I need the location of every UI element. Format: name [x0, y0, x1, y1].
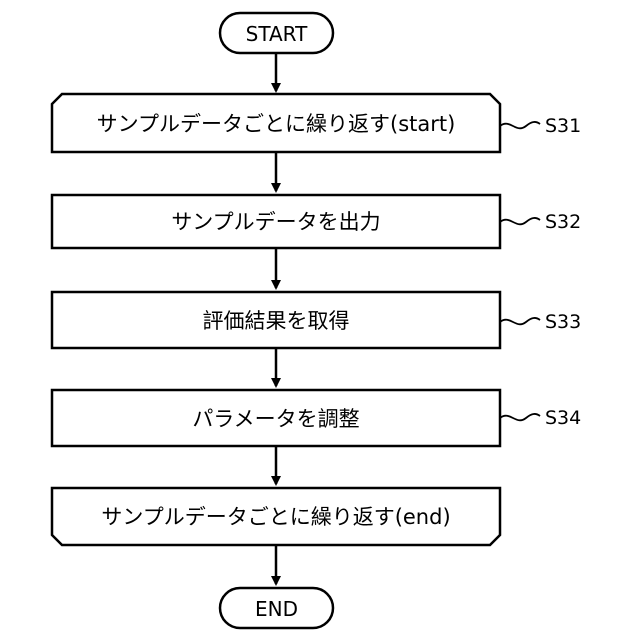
- leader-s33: [500, 318, 540, 324]
- adjust-text: パラメータを調整: [192, 407, 359, 431]
- loop-start-text: サンプルデータごとに繰り返す(start): [97, 112, 456, 136]
- leader-s32: [500, 218, 540, 224]
- leader-s31: [500, 122, 540, 128]
- step-label-s32: S32: [545, 211, 581, 233]
- output-text: サンプルデータを出力: [171, 210, 380, 234]
- end-label: END: [255, 597, 298, 621]
- leader-s34: [500, 414, 540, 420]
- step-label-s31: S31: [545, 115, 581, 137]
- evaluate-text: 評価結果を取得: [203, 309, 350, 333]
- loop-end-text: サンプルデータごとに繰り返す(end): [101, 505, 450, 529]
- step-label-s34: S34: [545, 407, 581, 429]
- step-label-s33: S33: [545, 311, 581, 333]
- start-label: START: [246, 22, 308, 46]
